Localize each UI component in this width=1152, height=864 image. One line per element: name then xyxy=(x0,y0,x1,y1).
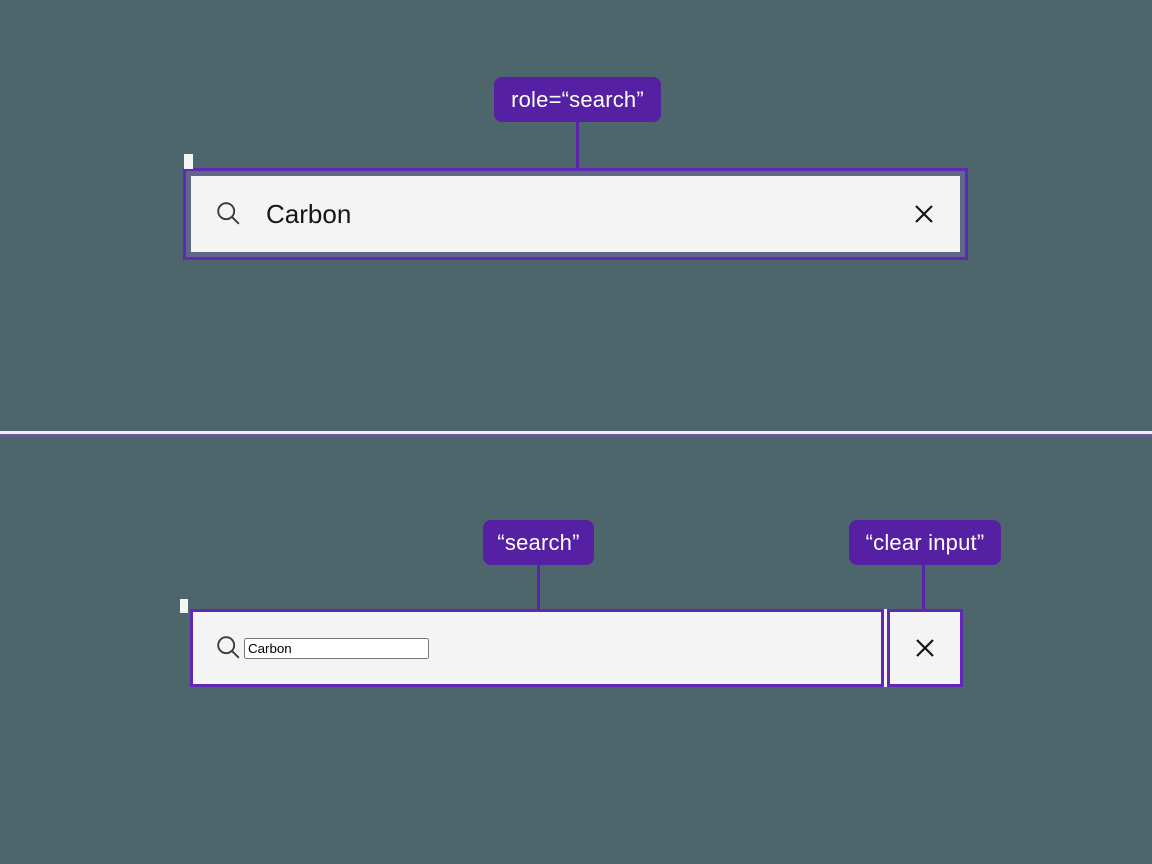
clear-input-outline xyxy=(887,609,963,687)
search-label-badge: “search” xyxy=(483,520,594,565)
close-icon xyxy=(914,204,934,224)
search-field-top[interactable] xyxy=(191,176,960,252)
search-input-bottom[interactable] xyxy=(244,637,429,659)
connector-line-bottom-clear xyxy=(922,565,925,609)
selection-handle-bottom xyxy=(180,599,188,613)
clear-search-button-top[interactable] xyxy=(914,204,934,224)
section-divider-purple xyxy=(0,434,1152,437)
search-input-top[interactable] xyxy=(266,198,914,230)
search-region-outline xyxy=(183,168,968,260)
search-icon xyxy=(214,199,244,229)
role-search-badge: role=“search” xyxy=(494,77,661,122)
selection-handle-top xyxy=(184,154,193,169)
search-input-outline[interactable] xyxy=(190,609,884,687)
connector-line-top xyxy=(576,122,579,168)
search-component-bottom xyxy=(190,609,963,687)
section-divider-white xyxy=(0,431,1152,434)
connector-line-bottom-search xyxy=(537,565,540,609)
clear-input-label-badge: “clear input” xyxy=(849,520,1001,565)
clear-search-button-bottom[interactable] xyxy=(915,638,935,658)
close-icon xyxy=(915,638,935,658)
search-icon xyxy=(214,633,244,663)
